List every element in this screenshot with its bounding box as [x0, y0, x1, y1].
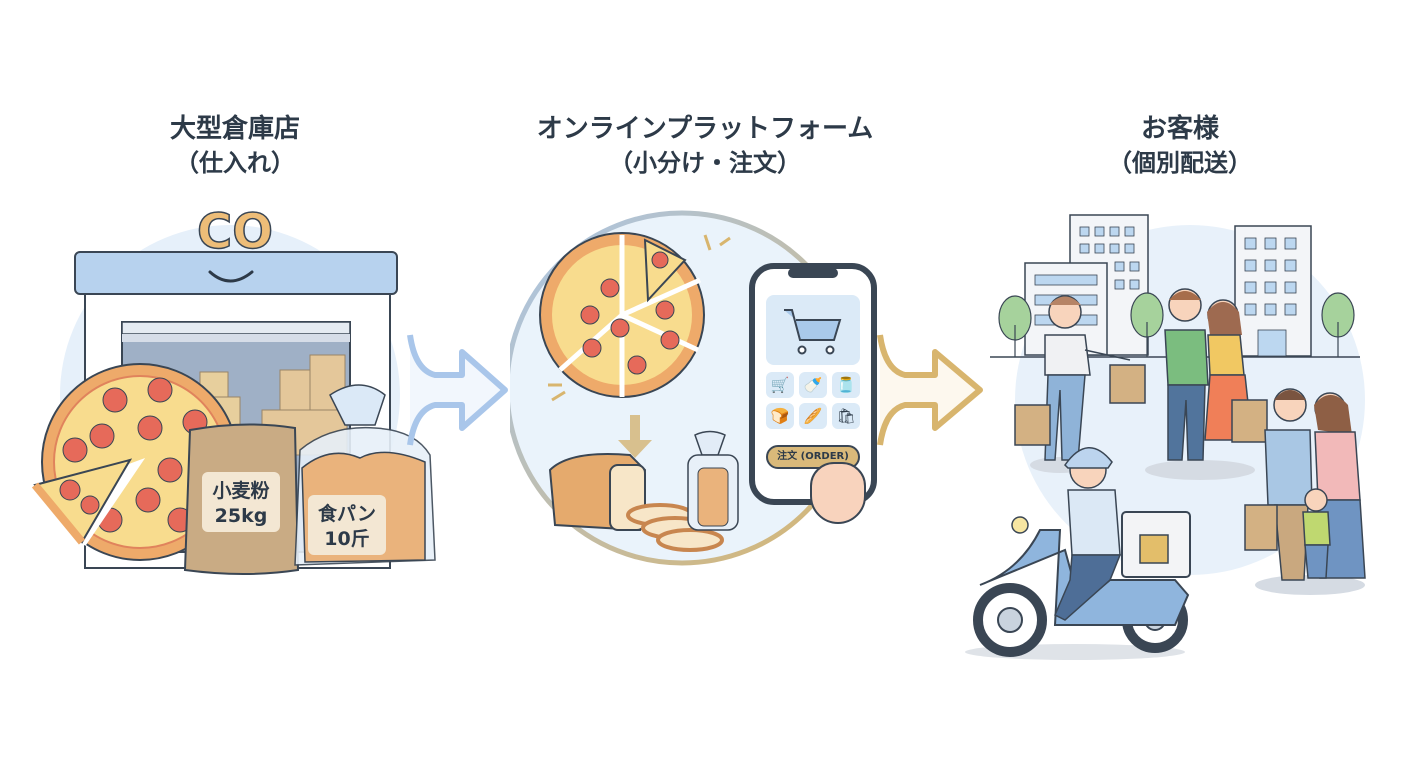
stage-title-platform: オンラインプラットフォーム （小分け・注文）: [500, 112, 910, 179]
tree-icons: [998, 292, 1355, 357]
grid-bread-icon[interactable]: 🍞: [766, 403, 794, 429]
arrow-platform-to-customers: [870, 330, 1000, 450]
customer-family: [1244, 388, 1366, 595]
warehouse-title: 大型倉庫店: [169, 114, 300, 144]
sliced-bread-icon: [548, 430, 739, 552]
platform-panel: 🛒 🍼 🫙 🍞 🥖 🛍 注文 (ORDER): [504, 200, 890, 580]
grid-baguette-icon[interactable]: 🥖: [799, 403, 827, 429]
bread-loaf-icon: 食パン 10斤: [294, 384, 436, 566]
platform-illustration: [504, 210, 877, 566]
svg-text:食パン: 食パン: [318, 502, 376, 525]
grid-cart-icon[interactable]: 🛒: [766, 372, 794, 398]
grid-milk-bottle-icon[interactable]: 🍼: [799, 372, 827, 398]
grid-shopping-bag-icon[interactable]: 🛍: [832, 403, 860, 429]
pointing-hand-icon: [810, 462, 866, 524]
flour-bag-icon: 小麦粉 25kg: [183, 423, 300, 575]
warehouse-illustration: CO: [31, 203, 436, 575]
right-arrow-icon: [407, 334, 508, 446]
right-arrow-icon: [877, 334, 983, 446]
svg-text:10斤: 10斤: [324, 528, 369, 550]
warehouse-panel: CO: [30, 200, 450, 600]
delivery-scooter: [965, 447, 1191, 660]
grid-jar-icon[interactable]: 🫙: [832, 372, 860, 398]
customers-title: お客様: [1140, 114, 1219, 144]
svg-text:小麦粉: 小麦粉: [212, 479, 269, 502]
phone-grid: 🛒 🍼 🫙 🍞 🥖 🛍: [766, 372, 860, 429]
svg-text:CO: CO: [197, 204, 273, 260]
stage-title-customers: お客様 （個別配送）: [1060, 112, 1300, 179]
warehouse-subtitle: （仕入れ）: [175, 149, 295, 178]
platform-subtitle: （小分け・注文）: [609, 149, 801, 178]
customer-couple: [1145, 288, 1268, 480]
down-arrow-icon: [618, 415, 652, 458]
city-buildings: [990, 214, 1360, 358]
platform-title: オンラインプラットフォーム: [536, 114, 874, 144]
customers-illustration: [965, 214, 1366, 660]
arrow-warehouse-to-platform: [380, 330, 520, 450]
customer-woman-bags: [1014, 295, 1146, 473]
co-logo: CO: [196, 203, 274, 261]
customers-subtitle: （個別配送）: [1108, 149, 1252, 178]
sliced-pizza-icon: [539, 232, 731, 402]
stage-title-warehouse: 大型倉庫店 （仕入れ）: [110, 112, 360, 179]
customers-panel: [960, 200, 1380, 670]
svg-text:25kg: 25kg: [215, 505, 268, 527]
